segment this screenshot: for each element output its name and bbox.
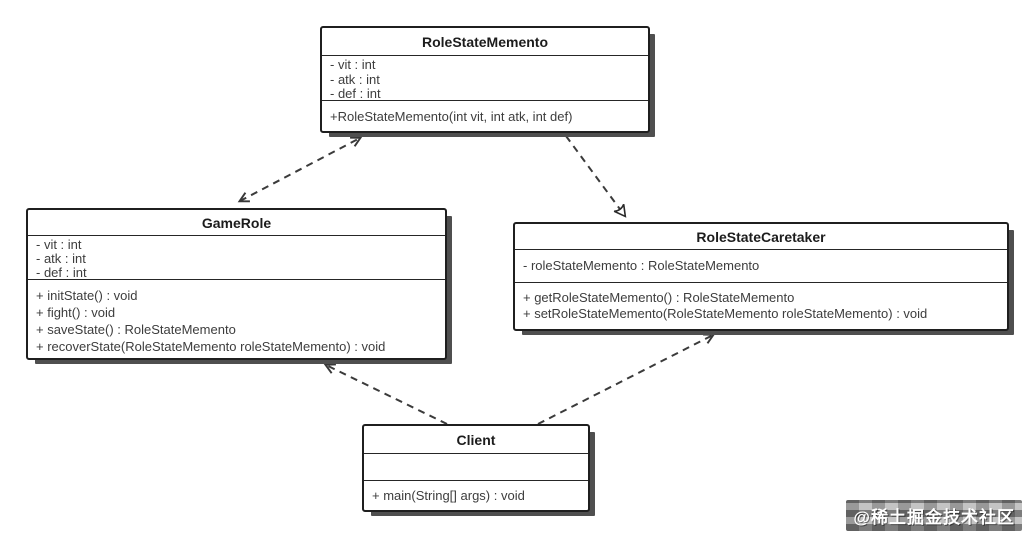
class-title: RoleStateCaretaker xyxy=(696,228,826,245)
method: + initState() : void xyxy=(36,288,138,303)
juejin-watermark: @稀土掘金技术社区 xyxy=(846,500,1022,531)
attribute: - roleStateMemento : RoleStateMemento xyxy=(523,258,760,273)
method: + saveState() : RoleStateMemento xyxy=(36,322,236,337)
class-box-rolestatememento: RoleStateMemento - vit : int - atk : int… xyxy=(320,26,650,133)
method: + fight() : void xyxy=(36,305,116,320)
dependency-gamerole-memento xyxy=(237,136,363,203)
class-methods: +RoleStateMemento(int vit, int atk, int … xyxy=(322,100,648,131)
class-methods: + getRoleStateMemento() : RoleStateMemen… xyxy=(515,282,1007,329)
class-box-rolestatecaretaker: RoleStateCaretaker - roleStateMemento : … xyxy=(513,222,1009,331)
class-title: Client xyxy=(456,431,496,448)
class-title: RoleStateMemento xyxy=(421,33,549,50)
class-title: GameRole xyxy=(201,214,272,231)
class-methods: + initState() : void + fight() : void + … xyxy=(28,279,445,358)
dependency-memento-caretaker xyxy=(565,135,627,218)
dependency-client-caretaker xyxy=(537,333,716,425)
dependency-client-gamerole xyxy=(323,363,448,425)
class-box-client: Client + main(String[] args) : void xyxy=(362,424,590,512)
attribute: - atk : int xyxy=(36,251,86,267)
attribute: - atk : int xyxy=(330,71,380,87)
method: + main(String[] args) : void xyxy=(372,488,525,503)
method: +RoleStateMemento(int vit, int atk, int … xyxy=(330,108,573,124)
method: + recoverState(RoleStateMemento roleStat… xyxy=(36,339,386,354)
class-methods: + main(String[] args) : void xyxy=(364,480,588,510)
attribute: - vit : int xyxy=(330,57,376,72)
method: + getRoleStateMemento() : RoleStateMemen… xyxy=(523,290,795,305)
attribute: - vit : int xyxy=(36,237,82,252)
attribute: - def : int xyxy=(330,86,381,100)
method: + setRoleStateMemento(RoleStateMemento r… xyxy=(523,306,928,321)
class-attributes: - vit : int - atk : int - def : int xyxy=(28,235,445,279)
class-attributes: - vit : int - atk : int - def : int xyxy=(322,55,648,100)
class-box-gamerole: GameRole - vit : int - atk : int - def :… xyxy=(26,208,447,360)
class-attributes xyxy=(364,453,588,480)
class-attributes: - roleStateMemento : RoleStateMemento xyxy=(515,249,1007,282)
attribute: - def : int xyxy=(36,265,87,279)
